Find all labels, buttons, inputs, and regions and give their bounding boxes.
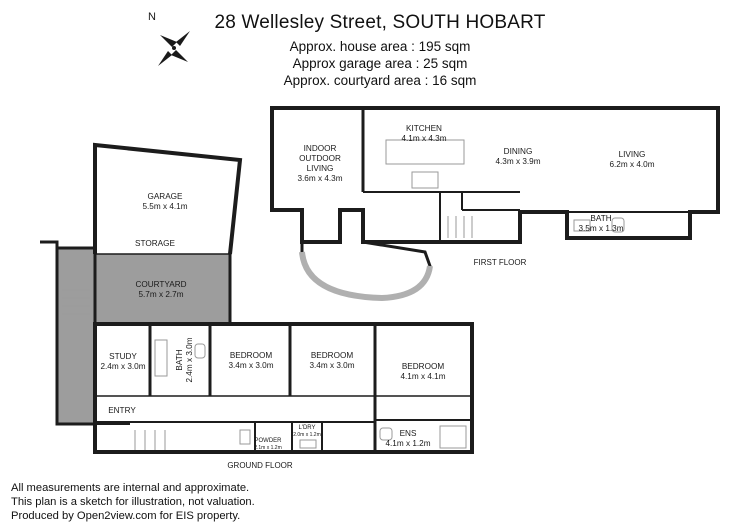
garage-area-text: Approx garage area : 25 sqm	[292, 56, 468, 71]
ensuite-name: ENS	[400, 429, 417, 438]
dining-size: 4.3m x 3.9m	[495, 157, 540, 166]
study-size: 2.4m x 3.0m	[100, 362, 145, 371]
garage-size: 5.5m x 4.1m	[142, 202, 187, 211]
side-path-fill	[57, 248, 95, 424]
ground-floor-fixtures	[62, 289, 467, 450]
courtyard-size: 5.7m x 2.7m	[138, 290, 183, 299]
compass-icon: N	[148, 11, 190, 66]
first-bath-size: 3.5m x 1.3m	[578, 224, 623, 233]
compass-north-label: N	[148, 11, 156, 23]
bedroom-3-size: 4.1m x 4.1m	[400, 372, 445, 381]
kitchen-name: KITCHEN	[406, 124, 442, 133]
io-living-name-2: OUTDOOR	[299, 154, 341, 163]
courtyard-name: COURTYARD	[135, 280, 186, 289]
house-area-text: Approx. house area : 195 sqm	[289, 39, 471, 54]
bedroom-2-size: 3.4m x 3.0m	[309, 361, 354, 370]
bedroom-3-name: BEDROOM	[402, 362, 444, 371]
laundry-size: 2.0m x 1.2m	[293, 432, 321, 438]
first-floor-plan	[270, 106, 720, 300]
first-living-name: LIVING	[619, 150, 646, 159]
first-bath-name: BATH	[590, 214, 611, 223]
first-living-size: 6.2m x 4.0m	[609, 160, 654, 169]
laundry-name: L'DRY	[298, 425, 315, 431]
entry-name: ENTRY	[108, 406, 136, 415]
io-living-size: 3.6m x 4.3m	[297, 174, 342, 183]
ensuite-size: 4.1m x 1.2m	[385, 439, 430, 448]
bedroom-1-size: 3.4m x 3.0m	[228, 361, 273, 370]
ground-floor-label: GROUND FLOOR	[227, 461, 293, 470]
bedroom-1-name: BEDROOM	[230, 351, 272, 360]
storage-name: STORAGE	[135, 239, 175, 248]
powder-name: POWDER	[255, 438, 283, 444]
garage-name: GARAGE	[147, 192, 183, 201]
io-living-name-3: LIVING	[307, 164, 334, 173]
study-name: STUDY	[109, 352, 137, 361]
first-floor-label: FIRST FLOOR	[474, 258, 527, 267]
ground-floor-plan	[40, 142, 474, 454]
ground-bath-size: 2.4m x 3.0m	[185, 337, 194, 382]
ground-bath-name: BATH	[175, 349, 184, 370]
powder-size: 2.1m x 1.2m	[254, 445, 282, 451]
dining-name: DINING	[504, 147, 533, 156]
disclaimer-sketch: This plan is a sketch for illustration, …	[11, 496, 255, 508]
kitchen-size: 4.1m x 4.3m	[401, 134, 446, 143]
courtyard-fill	[95, 254, 230, 324]
bedroom-2-name: BEDROOM	[311, 351, 353, 360]
courtyard-area-text: Approx. courtyard area : 16 sqm	[283, 73, 477, 88]
producer-credit: Produced by Open2view.com for EIS proper…	[11, 510, 241, 522]
ground-bath-label: BATH 2.4m x 3.0m	[175, 337, 194, 382]
first-floor-fixtures	[299, 139, 625, 302]
disclaimer-measurements: All measurements are internal and approx…	[11, 482, 250, 494]
io-living-name-1: INDOOR	[304, 144, 337, 153]
plan-title: 28 Wellesley Street, SOUTH HOBART	[214, 12, 546, 33]
